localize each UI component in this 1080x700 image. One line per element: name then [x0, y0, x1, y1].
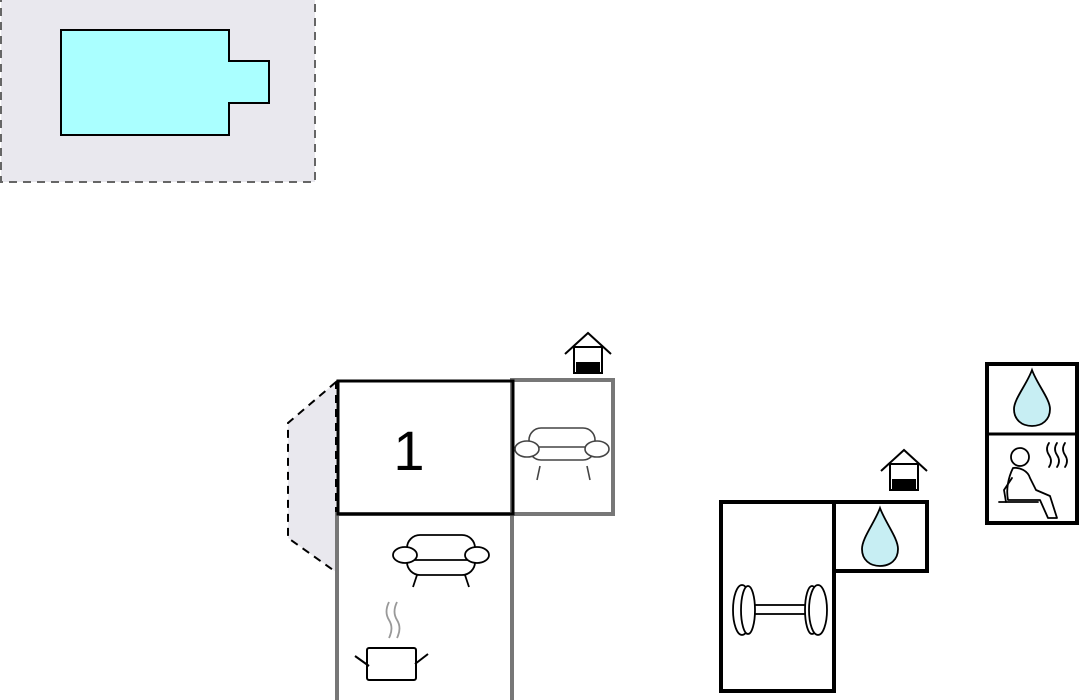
entrance-house-icon	[564, 331, 612, 374]
sofa-icon	[392, 534, 490, 588]
water-drop-icon	[861, 505, 899, 567]
pool-terrace	[0, 0, 316, 183]
cooking-pot-icon	[354, 601, 429, 681]
room-number-label: 1	[393, 419, 424, 482]
water-room	[834, 500, 929, 573]
sofa-icon	[514, 427, 610, 481]
dumbbell-icon	[732, 584, 828, 636]
gym-building	[719, 500, 929, 693]
bedroom-1	[336, 379, 515, 516]
side-terrace	[287, 379, 337, 574]
main-building: 1	[335, 378, 615, 700]
sauna-building	[985, 362, 1079, 525]
water-drop-icon	[1013, 367, 1051, 427]
sauna-outer	[985, 362, 1079, 525]
sauna-person-icon	[998, 442, 1068, 519]
pool-icon	[60, 29, 270, 136]
entrance-house-icon	[880, 448, 928, 491]
